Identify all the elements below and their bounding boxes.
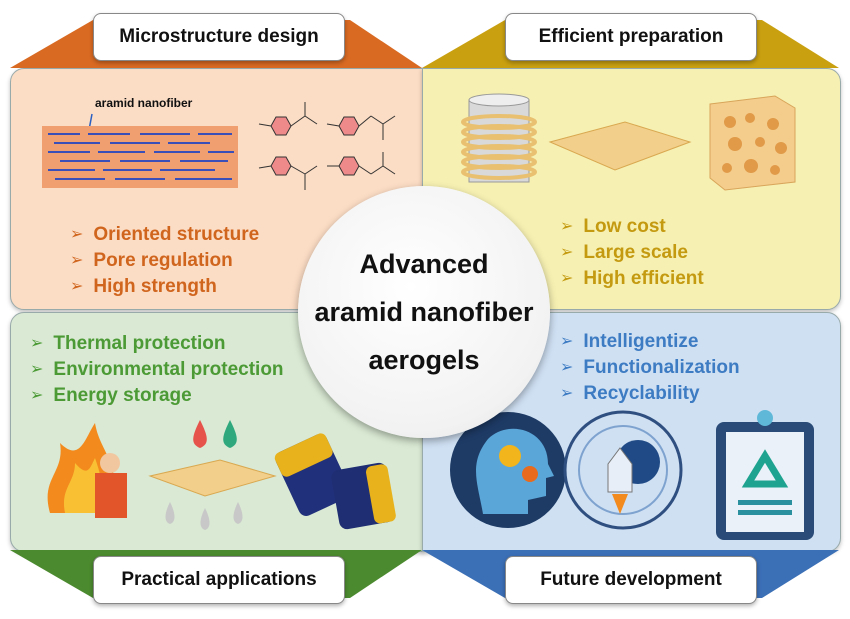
bullet-arrow-icon: ➢ xyxy=(30,335,44,352)
aerogel-film-illustration xyxy=(548,121,692,171)
applications-list: ➢Thermal protection ➢Environmental prote… xyxy=(30,331,284,409)
aramid-nanofiber-label: aramid nanofiber xyxy=(95,96,193,110)
future-list: ➢Intelligentize ➢Functionalization ➢Recy… xyxy=(560,329,740,407)
bullet-arrow-icon: ➢ xyxy=(560,244,574,261)
center-title-line-1: Advanced xyxy=(359,249,489,279)
list-item: ➢Environmental protection xyxy=(30,357,284,383)
fiber-spool-illustration xyxy=(461,93,537,183)
list-item: ➢High efficient xyxy=(560,266,704,292)
list-item: ➢Low cost xyxy=(560,214,704,240)
list-item: ➢Thermal protection xyxy=(30,331,284,357)
preparation-list: ➢Low cost ➢Large scale ➢High efficient xyxy=(560,214,704,292)
battery-illustration xyxy=(274,433,396,530)
recycle-clipboard-icon xyxy=(716,410,814,540)
firefighter-flame-illustration xyxy=(47,423,127,518)
droplets-illustration xyxy=(148,420,277,530)
applications-title: Practical applications xyxy=(93,556,345,604)
bullet-arrow-icon: ➢ xyxy=(560,333,574,350)
rocket-orbit-icon xyxy=(563,410,683,530)
central-topic-circle: Advanced aramid nanofiber aerogels xyxy=(298,186,550,438)
list-item: ➢Pore regulation xyxy=(70,248,259,274)
bullet-arrow-icon: ➢ xyxy=(70,252,84,269)
aerogel-block-illustration xyxy=(709,95,796,191)
preparation-title: Efficient preparation xyxy=(505,13,757,61)
list-item: ➢Intelligentize xyxy=(560,329,740,355)
molecular-structure-illustration xyxy=(258,102,396,190)
center-title-line-2: aramid nanofiber xyxy=(314,297,534,327)
bullet-arrow-icon: ➢ xyxy=(30,387,44,404)
bullet-arrow-icon: ➢ xyxy=(560,270,574,287)
list-item: ➢Recyclability xyxy=(560,381,740,407)
preparation-illustrations xyxy=(461,93,796,191)
aligned-fiber-illustration xyxy=(42,113,238,188)
list-item: ➢Large scale xyxy=(560,240,704,266)
future-illustrations xyxy=(450,410,814,540)
list-item: ➢Oriented structure xyxy=(70,222,259,248)
bullet-arrow-icon: ➢ xyxy=(30,361,44,378)
list-item: ➢Functionalization xyxy=(560,355,740,381)
microstructure-list: ➢Oriented structure ➢Pore regulation ➢Hi… xyxy=(70,222,259,300)
bullet-arrow-icon: ➢ xyxy=(70,226,84,243)
bullet-arrow-icon: ➢ xyxy=(70,278,84,295)
future-title: Future development xyxy=(505,556,757,604)
list-item: ➢Energy storage xyxy=(30,383,284,409)
bullet-arrow-icon: ➢ xyxy=(560,385,574,402)
bullet-arrow-icon: ➢ xyxy=(560,359,574,376)
applications-illustrations xyxy=(47,420,396,530)
microstructure-title: Microstructure design xyxy=(93,13,345,61)
bullet-arrow-icon: ➢ xyxy=(560,218,574,235)
list-item: ➢High strength xyxy=(70,274,259,300)
intelligent-head-icon xyxy=(450,412,566,528)
center-title-line-3: aerogels xyxy=(368,345,480,375)
